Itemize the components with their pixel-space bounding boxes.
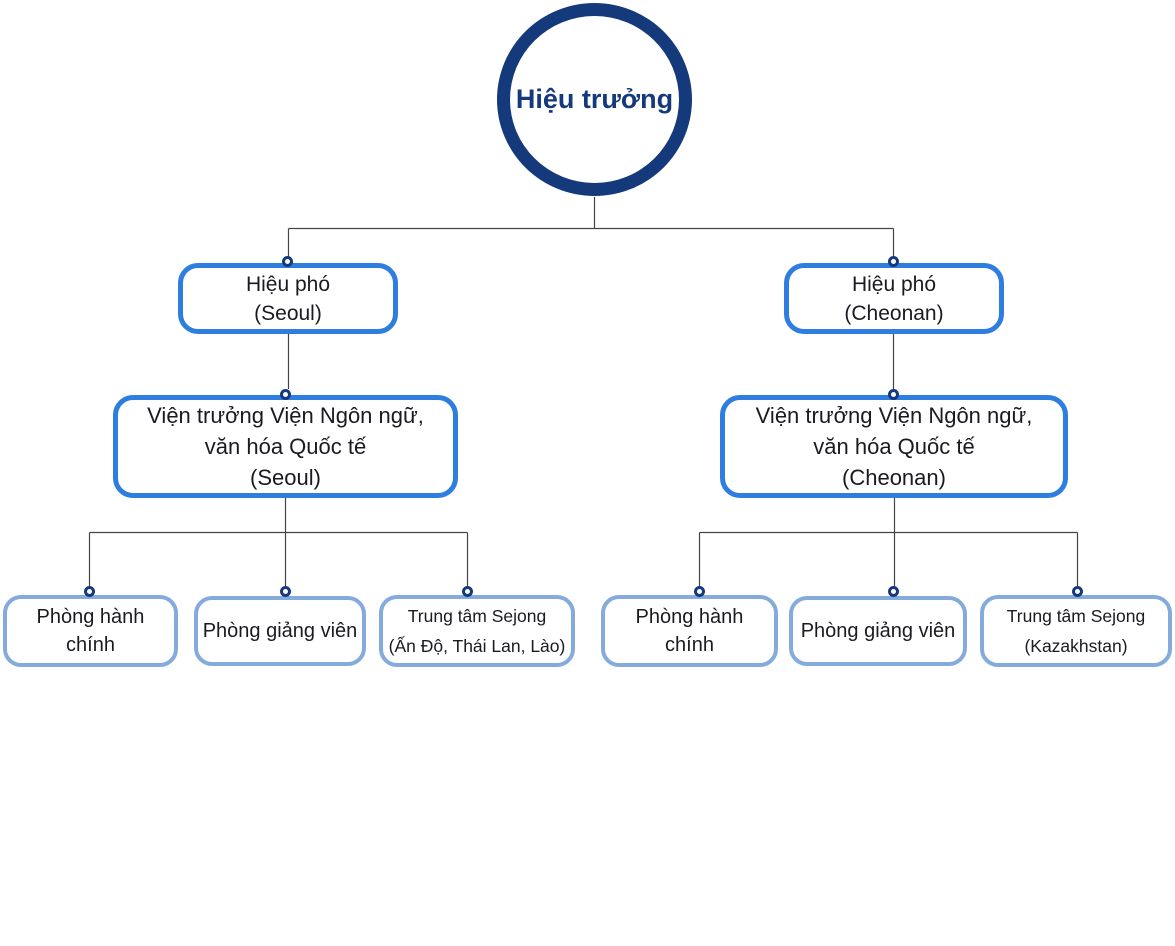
node-label-line: Hiệu phó xyxy=(245,272,331,296)
connector-node-dot xyxy=(280,586,291,597)
node-label-line: Phòng hành xyxy=(36,606,145,628)
node-label-line: (Seoul) xyxy=(250,465,321,490)
node-sejong-center-cheonan: Trung tâm Sejong (Kazakhstan) xyxy=(980,595,1172,667)
node-label-line: (Cheonan) xyxy=(844,301,944,325)
node-label-line: (Cheonan) xyxy=(842,465,946,490)
node-faculty-office-seoul: Phòng giảng viên xyxy=(194,596,366,666)
connector-node-dot xyxy=(694,586,705,597)
connector-node-dot xyxy=(888,586,899,597)
node-label-line: Viện trưởng Viện Ngôn ngữ, xyxy=(147,403,424,428)
node-label-line: (Kazakhstan) xyxy=(1024,636,1128,656)
node-label-line: Phòng giảng viên xyxy=(800,620,956,642)
node-sejong-center-seoul: Trung tâm Sejong (Ấn Độ, Thái Lan, Lào) xyxy=(379,595,575,667)
connector-node-dot xyxy=(84,586,95,597)
node-label-line: Viện trưởng Viện Ngôn ngữ, xyxy=(755,403,1033,428)
connector-node-dot xyxy=(1072,586,1083,597)
node-label-line: Phòng giảng viên xyxy=(202,620,358,642)
node-institute-director-cheonan: Viện trưởng Viện Ngôn ngữ, văn hóa Quốc … xyxy=(720,395,1068,498)
node-institute-director-seoul: Viện trưởng Viện Ngôn ngữ, văn hóa Quốc … xyxy=(113,395,458,498)
node-label-line: (Ấn Độ, Thái Lan, Lào) xyxy=(388,636,566,656)
connector-path xyxy=(88,197,1079,587)
node-faculty-office-cheonan: Phòng giảng viên xyxy=(789,596,967,666)
node-label-line: Trung tâm Sejong xyxy=(407,606,547,626)
node-label-line: Hiệu phó xyxy=(851,272,937,296)
connector-node-dot xyxy=(888,256,899,267)
node-admin-office-seoul: Phòng hành chính xyxy=(3,595,178,667)
connector-node-dot xyxy=(462,586,473,597)
connector-node-dot xyxy=(282,256,293,267)
connector-node-dot xyxy=(280,389,291,400)
node-admin-office-cheonan: Phòng hành chính xyxy=(601,595,778,667)
node-label-line: văn hóa Quốc tế xyxy=(813,434,975,459)
node-label-line: văn hóa Quốc tế xyxy=(204,434,367,459)
node-vice-principal-seoul: Hiệu phó (Seoul) xyxy=(178,263,398,334)
node-label-line: chính xyxy=(665,634,714,656)
node-vice-principal-cheonan: Hiệu phó (Cheonan) xyxy=(784,263,1004,334)
connector-node-dot xyxy=(888,389,899,400)
node-label-line: (Seoul) xyxy=(254,301,322,325)
node-principal-label: Hiệu trưởng xyxy=(515,84,674,114)
node-label-line: Trung tâm Sejong xyxy=(1006,606,1146,626)
node-principal: Hiệu trưởng xyxy=(497,3,692,196)
node-label-line: chính xyxy=(66,634,115,656)
node-label-line: Phòng hành xyxy=(635,606,744,628)
